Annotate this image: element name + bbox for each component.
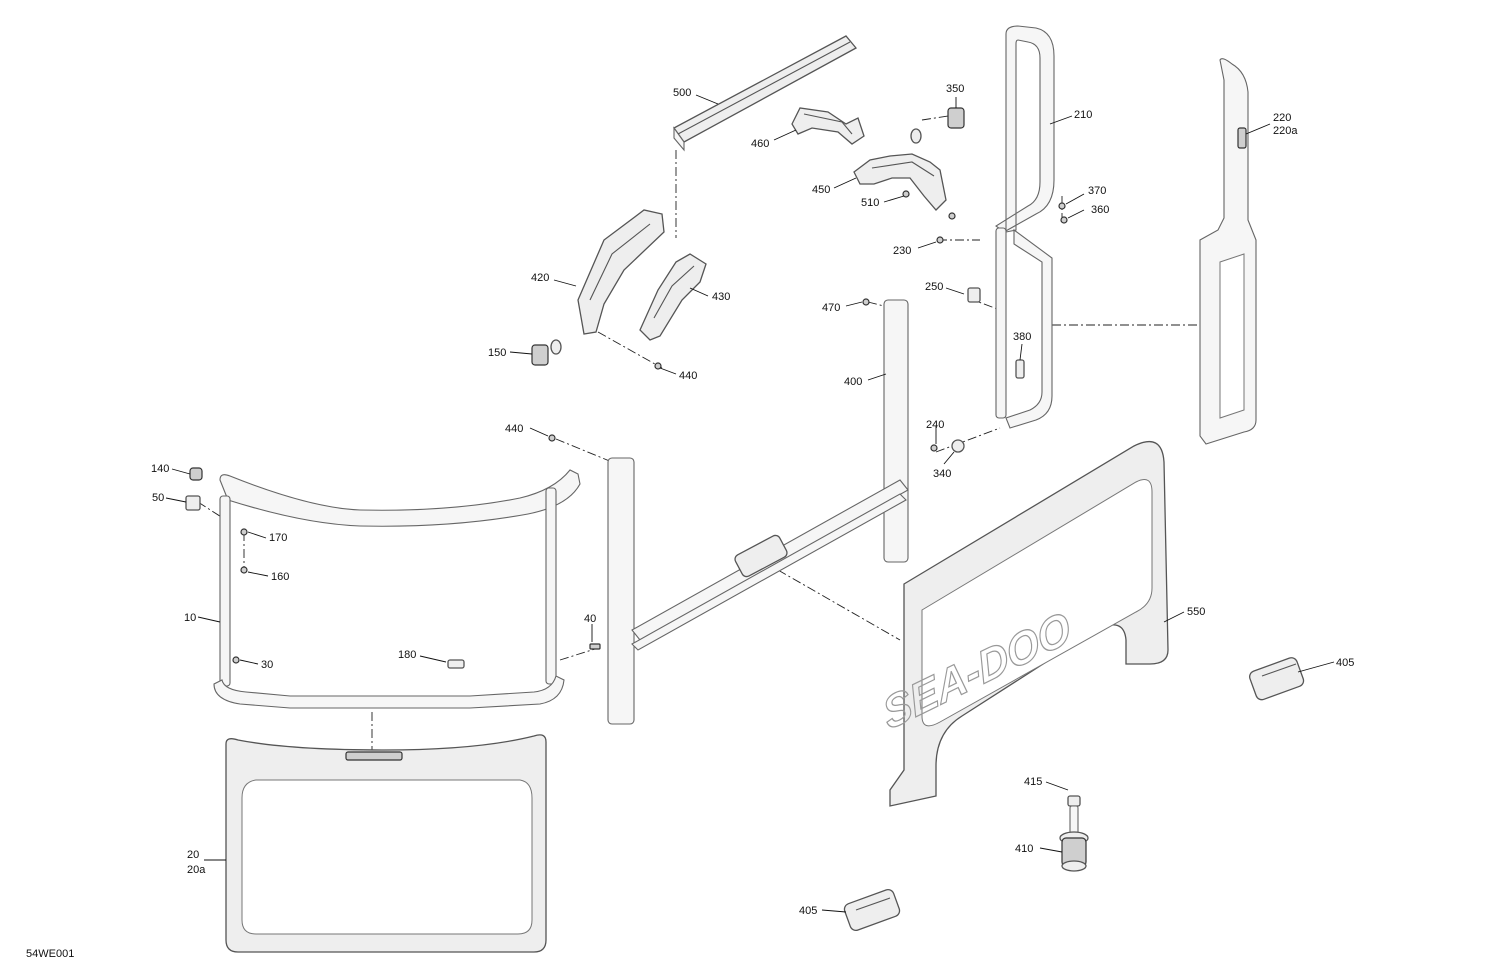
callout-350: 350 xyxy=(946,83,964,95)
bumper-frame-10 xyxy=(185,467,581,709)
callout-210: 210 xyxy=(1074,109,1092,121)
side-panel-550: SEA-DOO xyxy=(877,441,1169,807)
callout-420: 420 xyxy=(531,272,549,284)
arm-420 xyxy=(577,209,665,335)
callout-405-bottom: 405 xyxy=(799,905,817,917)
arm-430 xyxy=(639,253,707,341)
callout-430: 430 xyxy=(712,291,730,303)
callout-20a: 20a xyxy=(187,864,206,876)
clamp-405-right xyxy=(1249,657,1305,701)
bracket-460 xyxy=(791,107,865,145)
callout-250: 250 xyxy=(925,281,943,293)
tube-frame-210 xyxy=(967,25,1055,429)
rail-extrusion-500 xyxy=(673,35,858,152)
callout-240: 240 xyxy=(926,419,944,431)
callout-400: 400 xyxy=(844,376,862,388)
callout-405-right: 405 xyxy=(1336,657,1354,669)
cap-150 xyxy=(531,339,562,366)
callout-20: 20 xyxy=(187,849,199,861)
callout-30: 30 xyxy=(261,659,273,671)
callout-380: 380 xyxy=(1013,331,1031,343)
callout-180: 180 xyxy=(398,649,416,661)
bushing-410 xyxy=(1059,831,1089,872)
bracket-450 xyxy=(853,153,947,211)
callout-470: 470 xyxy=(822,302,840,314)
callout-360: 360 xyxy=(1091,204,1109,216)
callout-170: 170 xyxy=(269,532,287,544)
diagram-reference-code: 54WE001 xyxy=(26,948,74,960)
callout-410: 410 xyxy=(1015,843,1033,855)
cap-350 xyxy=(910,107,965,144)
leader-lines xyxy=(165,94,1335,913)
callout-160: 160 xyxy=(271,571,289,583)
callout-440-lower: 440 xyxy=(505,423,523,435)
callout-220: 220 xyxy=(1273,112,1291,124)
callout-450: 450 xyxy=(812,184,830,196)
callout-340: 340 xyxy=(933,468,951,480)
callout-10: 10 xyxy=(184,612,196,624)
callout-140: 140 xyxy=(151,463,169,475)
main-frame-400 xyxy=(607,299,909,725)
callout-220a: 220a xyxy=(1273,125,1298,137)
front-panel-20 xyxy=(225,734,547,953)
side-frame-220 xyxy=(1199,58,1257,445)
callout-460: 460 xyxy=(751,138,769,150)
callout-510: 510 xyxy=(861,197,879,209)
callout-440-upper: 440 xyxy=(679,370,697,382)
callout-550: 550 xyxy=(1187,606,1205,618)
callout-50: 50 xyxy=(152,492,164,504)
callout-370: 370 xyxy=(1088,185,1106,197)
callout-500: 500 xyxy=(673,87,691,99)
callout-150: 150 xyxy=(488,347,506,359)
callout-40: 40 xyxy=(584,613,596,625)
callout-labels: 500 460 350 210 220 220a 450 510 370 360… xyxy=(151,83,1354,917)
callout-230: 230 xyxy=(893,245,911,257)
callout-415: 415 xyxy=(1024,776,1042,788)
clamp-405-bottom xyxy=(843,888,901,932)
fasteners xyxy=(232,190,1068,664)
